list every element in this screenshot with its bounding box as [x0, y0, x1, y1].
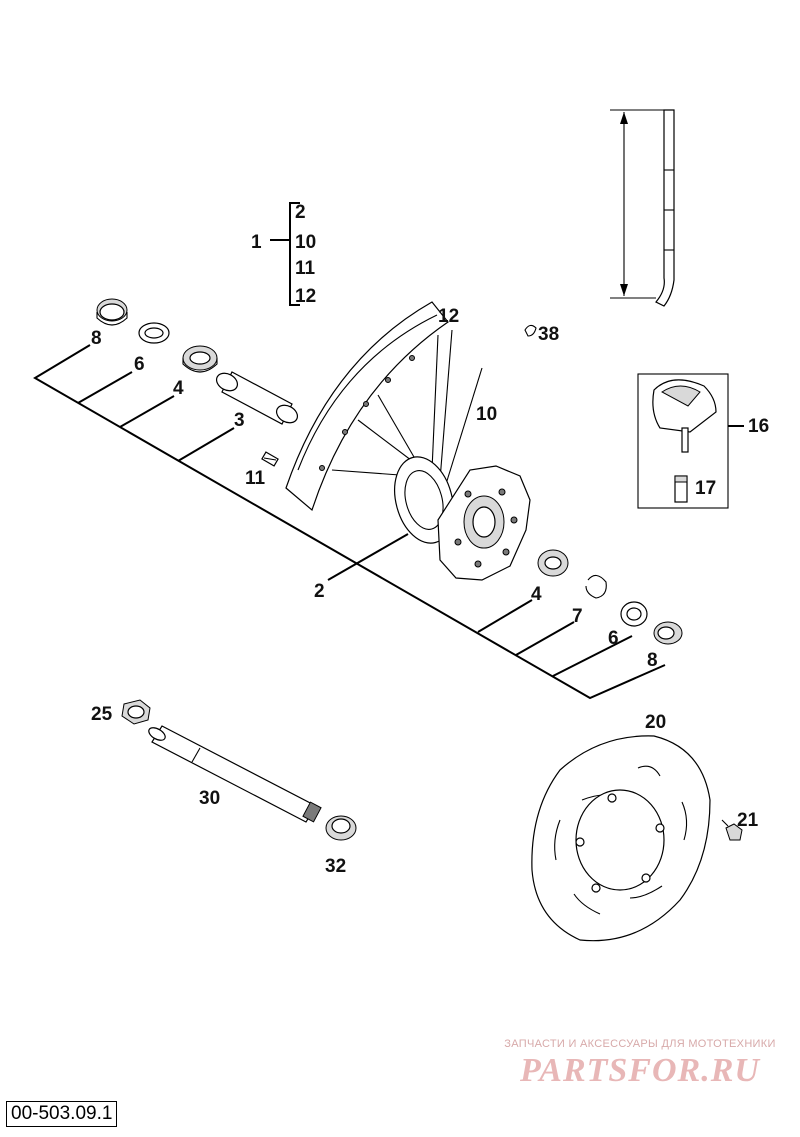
callout-20: 20 — [645, 712, 666, 733]
bearing-left — [182, 345, 218, 373]
rim-section — [285, 301, 449, 512]
callout-11-nipple: 11 — [245, 468, 266, 489]
callout-30: 30 — [199, 788, 220, 809]
left-leader-lines — [33, 344, 666, 700]
callout-16: 16 — [748, 416, 769, 437]
callout-4-left: 4 — [173, 378, 184, 399]
small-clip — [524, 324, 537, 337]
callout-38: 38 — [538, 324, 559, 345]
seal-ring-left — [96, 298, 128, 326]
wheel-axle — [148, 725, 322, 823]
group-bracket — [270, 202, 300, 306]
wheel-hub — [394, 456, 531, 581]
watermark-subtitle: ЗАПЧАСТИ И АКСЕССУАРЫ ДЛЯ МОТОТЕХНИКИ — [504, 1038, 776, 1050]
disc-bolt — [721, 819, 743, 841]
spacer-sleeve — [215, 371, 299, 425]
callout-32: 32 — [325, 856, 346, 877]
spacer-ring-right — [620, 601, 648, 627]
axle-nut — [121, 699, 151, 725]
callout-4-right: 4 — [531, 584, 542, 605]
axle-collar-nut — [325, 815, 357, 841]
callout-17: 17 — [695, 478, 716, 499]
diagram-code: 00-503.09.1 — [6, 1101, 118, 1127]
callout-10-group: 10 — [295, 232, 316, 253]
rim-lock-box — [637, 373, 744, 509]
watermark-logo: PARTSFOR.RU — [520, 1052, 760, 1089]
brake-disc — [531, 735, 711, 942]
callout-12-rim: 12 — [438, 306, 459, 327]
callout-8-left: 8 — [91, 328, 102, 349]
callout-1: 1 — [251, 232, 262, 253]
callout-10-spoke: 10 — [476, 404, 497, 425]
callout-11-group: 11 — [295, 258, 316, 279]
callout-6-left: 6 — [134, 354, 145, 375]
seal-ring-right — [653, 621, 683, 645]
spacer-ring-left — [138, 322, 170, 344]
callout-2-hub: 2 — [314, 581, 325, 602]
callout-3: 3 — [234, 410, 245, 431]
bearing-right — [537, 549, 569, 577]
callout-21: 21 — [737, 810, 759, 831]
callout-2-group: 2 — [295, 202, 306, 223]
callout-25: 25 — [91, 704, 113, 725]
spoke-dimension — [610, 109, 675, 307]
callout-8-right: 8 — [647, 650, 658, 671]
spoke-nipple — [261, 451, 279, 467]
callout-12-group: 12 — [295, 286, 316, 307]
circlip — [585, 574, 607, 599]
callout-7: 7 — [572, 606, 583, 627]
callout-6-right: 6 — [608, 628, 619, 649]
